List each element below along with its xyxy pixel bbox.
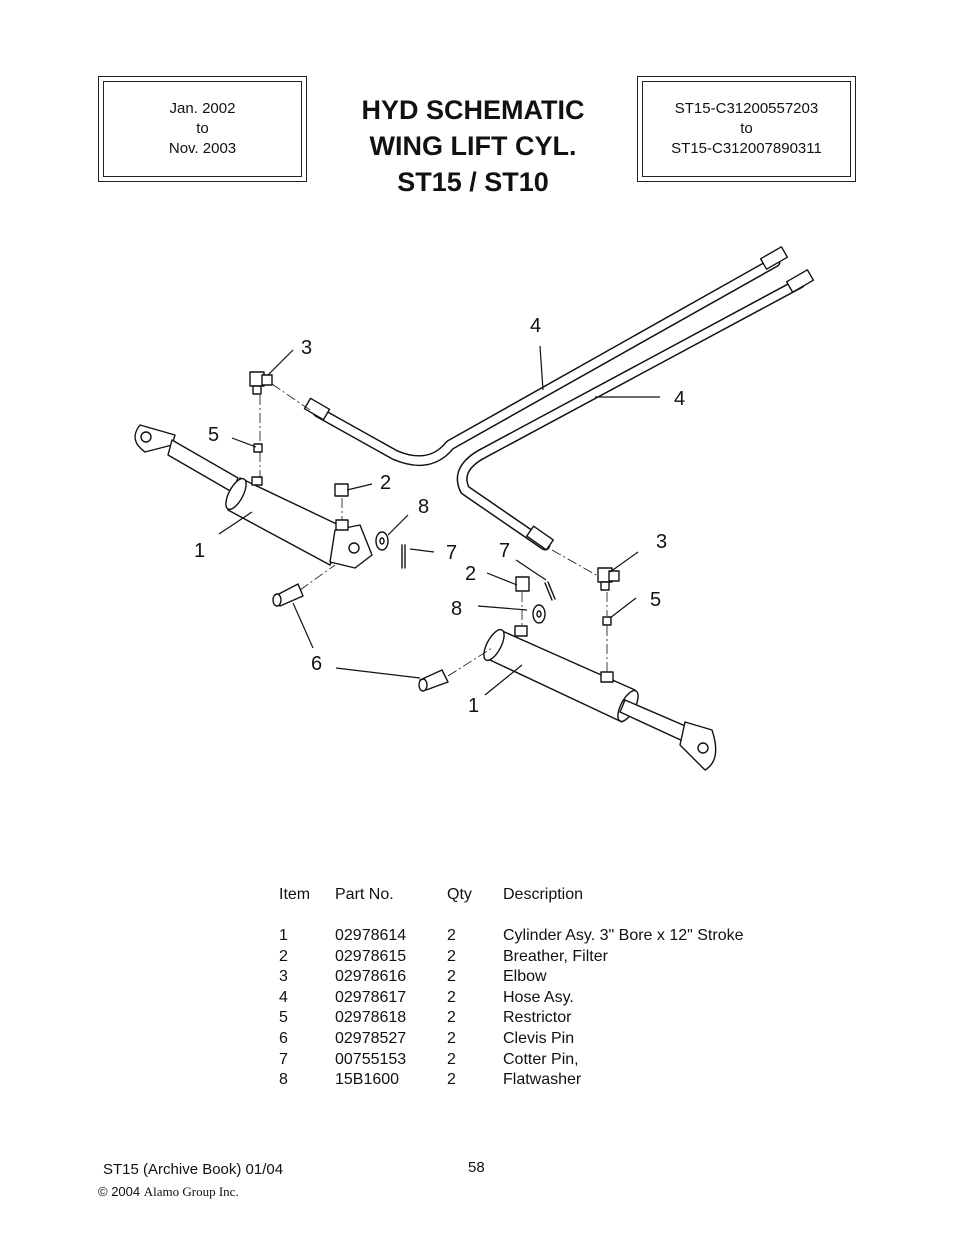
cell-qty: 2	[447, 988, 456, 1006]
callout-2-lower: 2	[465, 563, 476, 585]
cell-description: Flatwasher	[503, 1071, 582, 1089]
header-item: Item	[279, 886, 311, 903]
cylinder-lower	[483, 625, 717, 771]
cell-part-no: 00755153	[335, 1050, 407, 1068]
callout-8-lower: 8	[451, 598, 462, 620]
cell-description: Hose Asy.	[503, 988, 574, 1006]
cell-part-no: 02978618	[335, 1009, 407, 1027]
callout-3-lower: 3	[656, 531, 667, 553]
hose-upper	[312, 256, 781, 467]
hydraulic-schematic-diagram: 3 4 4 5 2 8 1 7 7 3 2 8 5 6 1	[134, 246, 815, 771]
serial-from: ST15-C31200557203	[674, 100, 819, 117]
callout-2-upper: 2	[380, 472, 391, 494]
serial-to-word: to	[740, 120, 753, 137]
cell-qty: 2	[447, 968, 456, 986]
cell-part-no: 02978527	[335, 1029, 407, 1047]
callout-4-upper: 4	[530, 315, 541, 337]
cell-qty: 2	[447, 1071, 456, 1089]
cell-description: Restrictor	[503, 1009, 572, 1027]
callout-3-upper: 3	[301, 337, 312, 359]
footer-book-id: ST15 (Archive Book) 01/04	[103, 1161, 284, 1178]
flatwasher-upper	[375, 531, 389, 551]
restrictor-lower	[602, 616, 612, 626]
cell-description: Elbow	[503, 968, 547, 986]
cell-qty: 2	[447, 1029, 456, 1047]
cell-part-no: 02978616	[335, 968, 407, 986]
cell-item: 3	[279, 968, 288, 986]
callout-6: 6	[311, 653, 322, 675]
breather-lower	[515, 576, 530, 592]
header-description: Description	[503, 886, 584, 903]
cell-part-no: 02978614	[335, 927, 407, 944]
title-line-2: WING LIFT CYL.	[369, 131, 577, 161]
title-line-1: HYD SCHEMATIC	[361, 95, 585, 125]
cell-item: 4	[279, 988, 288, 1006]
date-until: Nov. 2003	[168, 140, 237, 157]
cell-description: Cylinder Asy. 3" Bore x 12" Stroke	[503, 927, 744, 944]
date-to-word: to	[196, 120, 209, 137]
callout-5-lower: 5	[650, 589, 661, 611]
cell-qty: 2	[447, 1009, 456, 1027]
date-from: Jan. 2002	[169, 100, 236, 117]
cell-item: 1	[279, 927, 288, 944]
callout-1-lower: 1	[468, 695, 479, 717]
cell-item: 6	[279, 1029, 288, 1047]
cotter-pin-lower	[544, 581, 556, 601]
serial-until: ST15-C312007890311	[671, 140, 822, 157]
copyright-org: Alamo Group Inc.	[143, 1184, 239, 1199]
cotter-pin-upper	[401, 544, 406, 569]
callout-7-upper: 7	[446, 542, 457, 564]
serial-range-box: ST15-C31200557203 to ST15-C312007890311	[637, 76, 856, 182]
cell-part-no: 15B1600	[335, 1071, 400, 1089]
page-number: 58	[468, 1159, 485, 1176]
cell-part-no: 02978615	[335, 947, 407, 965]
header-qty: Qty	[447, 886, 472, 903]
cell-item: 2	[279, 947, 288, 965]
cell-item: 7	[279, 1050, 288, 1068]
header-part-no: Part No.	[335, 886, 394, 903]
copyright-year: © 2004	[98, 1184, 141, 1199]
cell-qty: 2	[447, 947, 456, 965]
callout-5-upper: 5	[208, 424, 219, 446]
callout-7-lower: 7	[499, 540, 510, 562]
cell-qty: 2	[447, 927, 456, 944]
callout-8-upper: 8	[418, 496, 429, 518]
cell-description: Cotter Pin,	[503, 1050, 579, 1068]
breather-upper	[334, 483, 349, 497]
flatwasher-lower	[532, 604, 546, 624]
cell-part-no: 02978617	[335, 988, 407, 1006]
cell-item: 8	[279, 1071, 288, 1089]
cell-qty: 2	[447, 1050, 456, 1068]
date-range-box: Jan. 2002 to Nov. 2003	[98, 76, 307, 182]
elbow-lower	[597, 567, 620, 591]
elbow-upper	[249, 371, 273, 395]
page-title: HYD SCHEMATIC WING LIFT CYL. ST15 / ST10	[320, 92, 626, 200]
callout-4-lower: 4	[674, 388, 685, 410]
title-line-3: ST15 / ST10	[397, 167, 549, 197]
cell-description: Breather, Filter	[503, 947, 608, 965]
callout-1-upper: 1	[194, 540, 205, 562]
cell-description: Clevis Pin	[503, 1029, 575, 1047]
copyright: © 2004 Alamo Group Inc.	[98, 1184, 239, 1200]
cylinder-upper	[134, 424, 373, 569]
cell-item: 5	[279, 1009, 288, 1027]
restrictor-upper	[253, 443, 263, 453]
